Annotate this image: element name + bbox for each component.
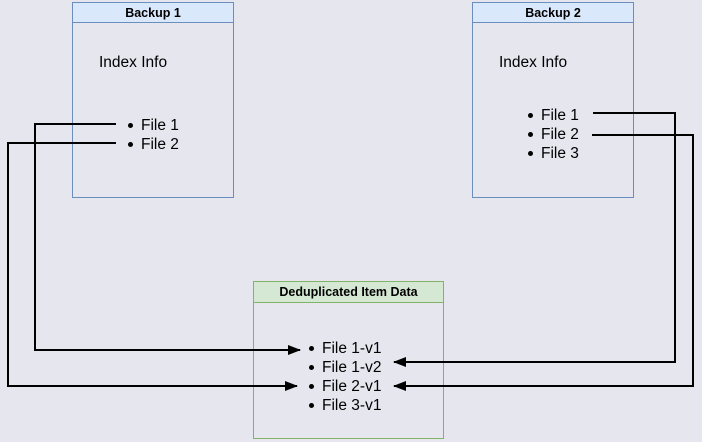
file-item: File 1 (527, 106, 579, 125)
file-item: File 2 (527, 125, 579, 144)
file-item: File 3-v1 (308, 396, 381, 415)
dedup-title: Deduplicated Item Data (254, 282, 443, 303)
file-item: File 2 (127, 135, 179, 154)
file-item: File 1-v2 (308, 358, 381, 377)
file-item: File 2-v1 (308, 377, 381, 396)
file-item: File 1 (127, 116, 179, 135)
backup1-title: Backup 1 (73, 3, 233, 23)
backup1-subtitle: Index Info (99, 54, 168, 71)
file-item: File 3 (527, 144, 579, 163)
file-item: File 1-v1 (308, 339, 381, 358)
backup2-title: Backup 2 (473, 3, 633, 23)
backup2-subtitle: Index Info (499, 54, 568, 71)
